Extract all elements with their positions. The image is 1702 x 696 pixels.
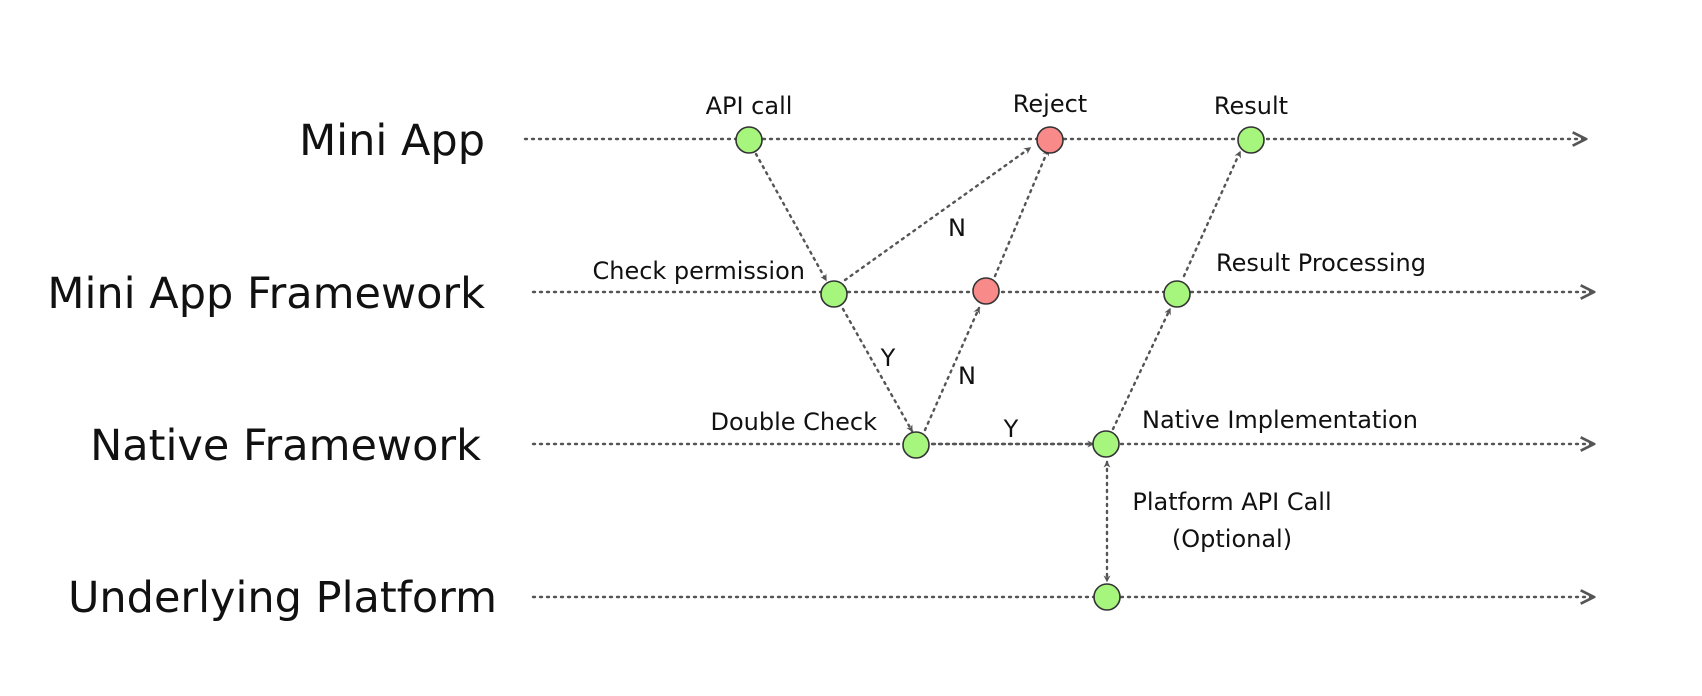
node-framework-reject [972,277,1000,305]
lane-label-mini-app: Mini App [299,116,485,166]
edge-native-implementation-to-result-processing [1111,307,1172,431]
edge-api-call-to-check-permission [754,152,828,282]
edge-check-permission-to-reject [843,146,1032,282]
node-label-api-call: API call [706,92,793,120]
edge-label-permission-no: N [948,214,966,242]
node-double-check [902,431,930,459]
edge-result-processing-to-result [1182,150,1242,278]
node-native-implementation [1092,430,1120,458]
lane-label-platform: Underlying Platform [68,573,497,623]
edge-label-double-check-yes: Y [1003,415,1019,443]
edge-framework-reject-to-reject [993,148,1050,278]
node-reject [1036,126,1064,154]
lane-label-framework: Mini App Framework [47,269,485,319]
node-api-call [735,126,763,154]
lane-label-native: Native Framework [90,421,481,471]
node-label-native-implementation: Native Implementation [1142,406,1418,434]
edge-label-platform-optional: (Optional) [1172,525,1292,553]
edge-check-permission-to-double-check [841,307,914,433]
node-label-double-check: Double Check [711,408,878,436]
node-result-processing [1163,280,1191,308]
node-label-result: Result [1214,92,1288,120]
edge-double-check-to-framework-reject [923,306,981,432]
node-label-check-permission: Check permission [592,257,805,285]
node-platform-call [1093,583,1121,611]
edge-label-platform-api-call: Platform API Call [1132,488,1331,516]
edge-label-permission-yes: Y [880,344,896,372]
node-check-permission [820,280,848,308]
node-label-result-processing: Result Processing [1216,249,1426,277]
node-label-reject: Reject [1013,90,1087,118]
node-result [1237,126,1265,154]
edge-label-double-check-no: N [958,362,976,390]
